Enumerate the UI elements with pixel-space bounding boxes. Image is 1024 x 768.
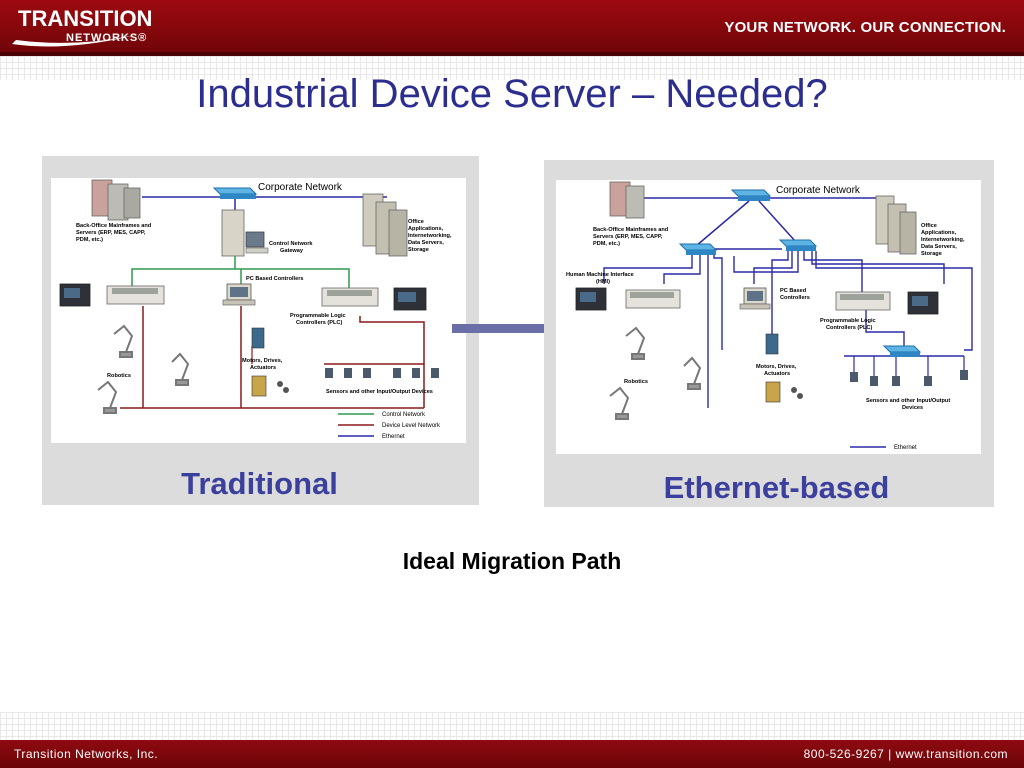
- gateway-pc-icon: [221, 209, 269, 257]
- footer-contact: 800-526-9267 | www.transition.com: [803, 747, 1008, 761]
- label-office-apps: Office Applications, Internetworking, Da…: [921, 223, 966, 257]
- plc-rack-right-icon: [321, 287, 379, 307]
- sensor-devices-icon: [850, 370, 968, 386]
- label-corporate-network: Corporate Network: [776, 185, 861, 196]
- label-gateway: Control Network Gateway: [269, 241, 314, 254]
- switch-left-icon: [678, 243, 718, 255]
- plc-rack-icon: [106, 285, 165, 305]
- company-logo: TRANSITION NETWORKS®: [8, 4, 152, 48]
- sensor-devices-icon: [325, 368, 439, 378]
- plc-rack-right-icon: [835, 291, 891, 311]
- ethernet-panel: Corporate Network Back-Office Mainframes…: [544, 160, 994, 507]
- corporate-switch-icon: [212, 187, 258, 199]
- label-sensors: Sensors and other Input/Output Devices: [326, 389, 433, 395]
- caption-ethernet-based: Ethernet-based: [663, 470, 890, 505]
- label-plc: Programmable Logic Controllers (PLC): [290, 313, 347, 326]
- legend-ethernet: Ethernet: [382, 434, 405, 440]
- robot-arm-icon: [609, 326, 702, 420]
- header-divider: [0, 52, 1024, 56]
- mainframe-server-icon: [609, 181, 645, 219]
- motor-drive-icon: [251, 327, 289, 397]
- plc-rack-icon: [625, 289, 681, 309]
- label-sensors: Sensors and other Input/Output Devices: [866, 398, 952, 411]
- logo-text-transition: TRANSITION: [18, 6, 153, 31]
- slide-subtitle: Ideal Migration Path: [402, 548, 622, 574]
- label-corporate-network: Corporate Network: [258, 182, 343, 193]
- hmi-panel-right-icon: [907, 291, 939, 315]
- hmi-panel-icon: [575, 287, 607, 311]
- label-robotics: Robotics: [624, 379, 648, 385]
- switch-sensors-icon: [882, 345, 922, 357]
- hmi-panel-right-icon: [393, 287, 427, 311]
- label-hmi: Human Machine Interface (HMI): [566, 272, 635, 285]
- label-robotics: Robotics: [107, 373, 131, 379]
- switch-right-icon: [778, 239, 818, 251]
- label-motors: Motors, Drives, Actuators: [756, 364, 798, 377]
- label-back-office: Back-Office Mainframes and Servers (ERP,…: [593, 227, 670, 247]
- label-back-office: Back-Office Mainframes and Servers (ERP,…: [76, 223, 153, 243]
- label-pc-controllers: PC Based Controllers: [780, 288, 810, 301]
- label-office-apps: Office Applications, Internetworking, Da…: [408, 219, 453, 253]
- label-pc-controllers: PC Based Controllers: [246, 276, 304, 282]
- office-server-icon: [875, 195, 917, 255]
- mainframe-server-icon: [91, 179, 141, 221]
- pc-controller-icon: [739, 287, 771, 310]
- logo-swoosh-icon: [12, 34, 140, 47]
- office-server-icon: [362, 193, 408, 257]
- footer-bar: Transition Networks, Inc. 800-526-9267 |…: [0, 740, 1024, 768]
- header-bar: TRANSITION NETWORKS® YOUR NETWORK. OUR C…: [0, 0, 1024, 56]
- tagline: YOUR NETWORK. OUR CONNECTION.: [724, 19, 1006, 36]
- legend-control-network: Control Network: [382, 412, 426, 418]
- corporate-switch-icon: [730, 189, 772, 201]
- legend-ethernet: Ethernet: [894, 445, 917, 451]
- traditional-panel: Corporate Network Back-Office Mainframes…: [42, 156, 479, 505]
- logo-text-networks: NETWORKS®: [66, 32, 148, 44]
- caption-traditional: Traditional: [181, 466, 338, 501]
- decorative-grid-bottom: [0, 712, 1024, 740]
- legend-device-level-network: Device Level Network: [382, 423, 441, 429]
- robot-arm-icon: [97, 324, 190, 414]
- slide-title: Industrial Device Server – Needed?: [196, 72, 828, 116]
- decorative-grid-top: [0, 56, 1024, 80]
- footer-company: Transition Networks, Inc.: [14, 747, 159, 761]
- label-plc: Programmable Logic Controllers (PLC): [820, 318, 877, 331]
- ethernet-network-diagram: Corporate Network Back-Office Mainframes…: [556, 180, 981, 454]
- motor-drive-icon: [765, 333, 803, 403]
- hmi-panel-icon: [59, 283, 91, 307]
- pc-controller-icon: [222, 283, 256, 306]
- label-motors: Motors, Drives, Actuators: [242, 358, 284, 371]
- traditional-network-diagram: Corporate Network Back-Office Mainframes…: [51, 178, 466, 443]
